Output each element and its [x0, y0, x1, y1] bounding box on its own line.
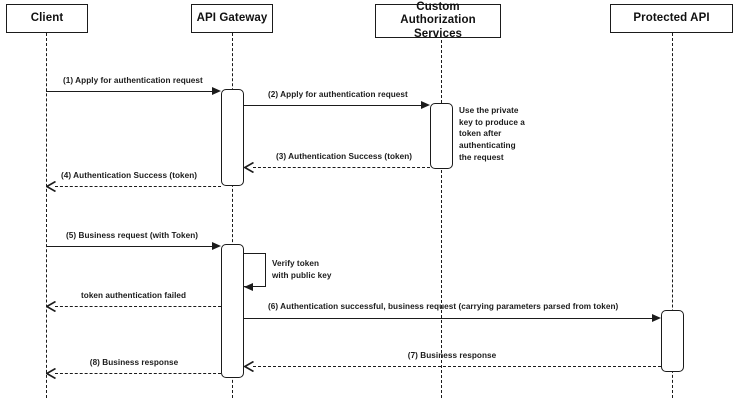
note-verify-line-2: with public key: [272, 270, 332, 280]
note-auth-private-key: Use the private key to produce a token a…: [459, 105, 529, 163]
lifeline-api: [672, 33, 673, 398]
note-verify-token: Verify token with public key: [272, 258, 346, 281]
activation-gateway-auth-phase: [221, 89, 244, 186]
message-label-3: (3) Authentication Success (token): [276, 152, 413, 161]
message-line-5: [46, 246, 212, 247]
activation-gateway-business-phase: [221, 244, 244, 378]
message-label-7: (7) Business response: [407, 351, 497, 360]
note-auth-line-3: token after: [459, 129, 502, 139]
participant-label-gateway: API Gateway: [196, 11, 268, 24]
message-label-1: (1) Apply for authentication request: [63, 76, 203, 85]
message-line-4: [55, 186, 221, 187]
message-arrowhead-7: [244, 360, 254, 372]
participant-api[interactable]: Protected API: [610, 4, 733, 33]
participant-label-api: Protected API: [633, 11, 710, 24]
message-label-2: (2) Apply for authentication request: [268, 90, 408, 99]
note-auth-line-4: authenticating: [459, 140, 516, 150]
message-line-2: [244, 105, 421, 106]
message-arrowhead-4: [46, 180, 56, 192]
message-arrowhead-1: [212, 86, 221, 95]
message-label-token-auth-failed: token authentication failed: [81, 291, 187, 300]
participant-label-client: Client: [30, 11, 64, 24]
self-call-arrowhead-verify: [244, 282, 253, 291]
participant-client[interactable]: Client: [6, 4, 88, 33]
note-auth-line-5: the request: [459, 152, 504, 162]
message-line-7: [253, 366, 661, 367]
note-auth-line-1: Use the private: [459, 106, 519, 115]
message-label-6: (6) Authentication successful, business …: [268, 302, 619, 311]
message-line-1: [46, 91, 212, 92]
message-line-8: [55, 373, 221, 374]
message-arrowhead-8: [46, 367, 56, 379]
message-arrowhead-5: [212, 241, 221, 250]
note-auth-line-2: key to produce a: [459, 117, 525, 127]
participant-label-auth-line2: Services: [413, 27, 463, 40]
message-arrowhead-2: [421, 100, 430, 109]
lifeline-client: [46, 33, 47, 398]
message-line-token-auth-failed: [55, 306, 221, 307]
message-arrowhead-token-auth-failed: [46, 300, 56, 312]
lifeline-gateway: [232, 33, 233, 398]
message-label-8: (8) Business response: [89, 358, 179, 367]
note-verify-line-1: Verify token: [272, 259, 320, 268]
self-call-verify-token: [244, 253, 266, 287]
participant-label-auth-line1: Custom Authorization: [400, 0, 476, 27]
message-line-6: [244, 318, 652, 319]
participant-gateway[interactable]: API Gateway: [191, 4, 273, 33]
message-arrowhead-3: [244, 161, 254, 173]
message-label-4: (4) Authentication Success (token): [61, 171, 198, 180]
participant-auth[interactable]: Custom Authorization Services: [375, 0, 501, 40]
message-line-3: [253, 167, 430, 168]
message-label-5: (5) Business request (with Token): [66, 231, 199, 240]
activation-protected-api: [661, 310, 684, 372]
lifeline-auth: [441, 40, 442, 398]
message-arrowhead-6: [652, 313, 661, 322]
activation-auth-service: [430, 103, 453, 169]
